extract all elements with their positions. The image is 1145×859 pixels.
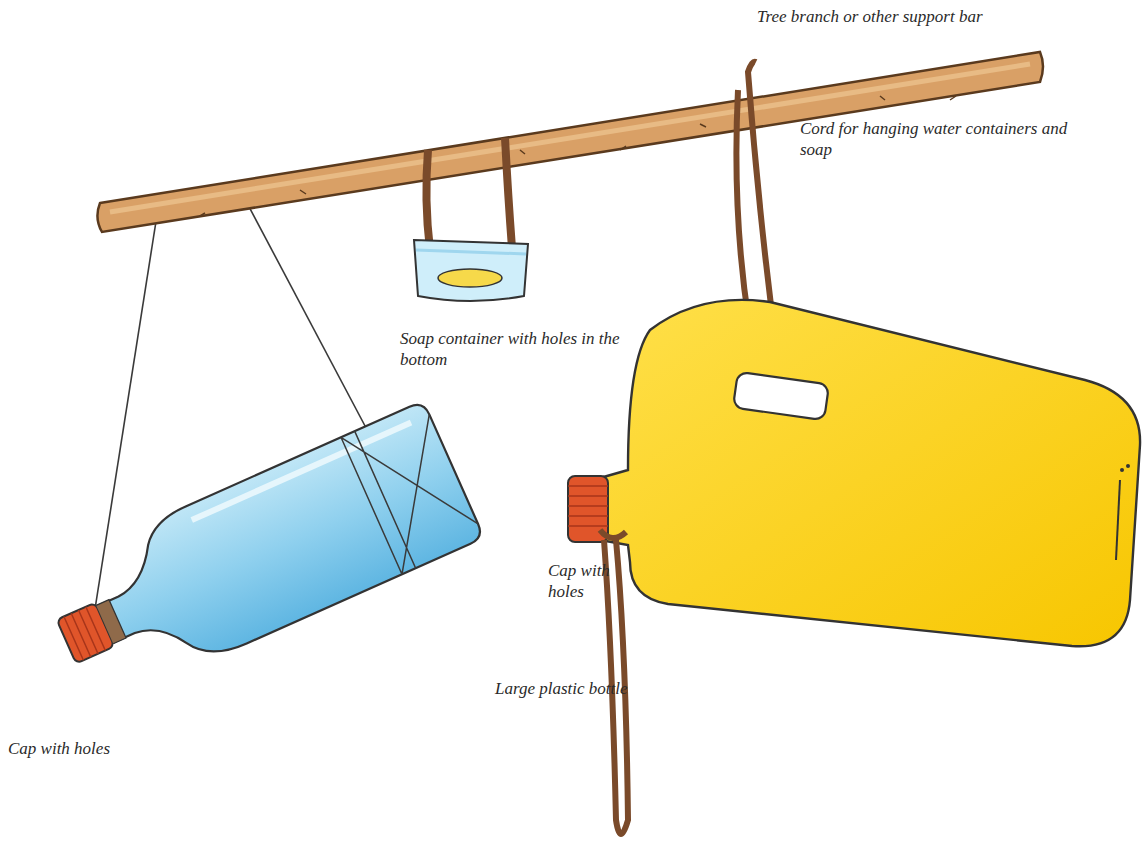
plastic-bottle — [36, 401, 484, 710]
cap-label: Cap with holes — [548, 560, 622, 602]
soap-container-label: Soap container with holes in the bottom — [400, 328, 632, 370]
cord-label: Cord for hanging water containers and so… — [800, 118, 1070, 160]
water-jerrycan — [568, 62, 1140, 834]
cap-label: Cap with holes — [8, 738, 168, 759]
soap-container — [414, 138, 528, 301]
tree-branch — [97, 52, 1043, 232]
bottle-label: Large plastic bottle — [495, 678, 715, 699]
branch-label: Tree branch or other support bar — [757, 6, 1137, 27]
